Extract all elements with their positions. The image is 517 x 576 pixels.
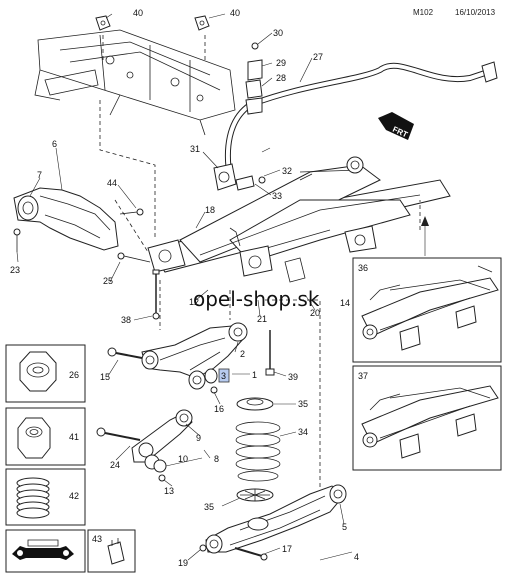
stabilizer-bar bbox=[224, 61, 498, 179]
callout-40b: 40 bbox=[230, 8, 240, 18]
callout-34: 34 bbox=[298, 427, 308, 437]
assembly-guide-lines bbox=[99, 35, 421, 500]
callout-26: 26 bbox=[69, 370, 79, 380]
upper-control-arm bbox=[141, 322, 248, 394]
clip-nut-40a bbox=[95, 15, 111, 31]
callout-6: 6 bbox=[52, 139, 57, 149]
callout-44: 44 bbox=[107, 178, 117, 188]
callout-21: 21 bbox=[257, 314, 267, 324]
trailing-link bbox=[131, 409, 193, 482]
callout-33: 33 bbox=[272, 191, 282, 201]
coil-spring bbox=[235, 421, 281, 482]
clip-nut-40b bbox=[194, 15, 210, 31]
callout-2: 2 bbox=[240, 349, 245, 359]
callout-35a: 35 bbox=[298, 399, 308, 409]
callout-14: 14 bbox=[340, 298, 350, 308]
callout-5: 5 bbox=[342, 522, 347, 532]
detail-box-36 bbox=[352, 257, 502, 363]
callout-labels: 40 40 30 29 27 28 6 7 44 31 32 33 18 23 … bbox=[10, 8, 368, 568]
stabilizer-link bbox=[213, 147, 271, 191]
diagram-date: 16/10/2013 bbox=[455, 8, 496, 17]
callout-18: 18 bbox=[205, 205, 215, 215]
callout-29: 29 bbox=[276, 58, 286, 68]
callout-3: 3 bbox=[221, 371, 226, 381]
callout-30: 30 bbox=[273, 28, 283, 38]
callout-41: 41 bbox=[69, 432, 79, 442]
callout-15: 15 bbox=[100, 372, 110, 382]
callout-37: 37 bbox=[358, 371, 368, 381]
legend-box-tool bbox=[5, 529, 86, 573]
spring-seat-upper bbox=[236, 397, 274, 411]
callout-8: 8 bbox=[214, 454, 219, 464]
diagram-code: M102 bbox=[413, 8, 434, 17]
callout-23: 23 bbox=[10, 265, 20, 275]
bolt-15 bbox=[107, 347, 143, 359]
callout-39: 39 bbox=[288, 372, 298, 382]
wheel-knuckle-carrier bbox=[13, 187, 144, 252]
legend-box-42 bbox=[5, 468, 86, 526]
callout-9: 9 bbox=[196, 433, 201, 443]
connector-43-box bbox=[87, 529, 136, 573]
callout-4: 4 bbox=[354, 552, 359, 562]
callout-35b: 35 bbox=[204, 502, 214, 512]
callout-16: 16 bbox=[214, 404, 224, 414]
body-frame-section bbox=[34, 29, 236, 136]
callout-32: 32 bbox=[282, 166, 292, 176]
callout-43: 43 bbox=[92, 534, 102, 544]
bolt-24 bbox=[96, 427, 141, 441]
callout-40a: 40 bbox=[133, 8, 143, 18]
callout-27: 27 bbox=[313, 52, 323, 62]
callout-19: 19 bbox=[178, 558, 188, 568]
spring-seat-lower bbox=[236, 488, 274, 502]
callout-20: 20 bbox=[310, 308, 320, 318]
bolt-38 bbox=[152, 269, 160, 320]
callout-42: 42 bbox=[69, 491, 79, 501]
detail-pointer-arrow bbox=[421, 216, 429, 256]
rear-subframe bbox=[147, 156, 451, 283]
leader-lines bbox=[16, 13, 353, 561]
callout-1: 1 bbox=[252, 370, 257, 380]
front-direction-arrow: FRT bbox=[378, 112, 414, 140]
callout-28: 28 bbox=[276, 73, 286, 83]
callout-10: 10 bbox=[178, 454, 188, 464]
callout-25: 25 bbox=[103, 276, 113, 286]
callout-17: 17 bbox=[282, 544, 292, 554]
callout-38: 38 bbox=[121, 315, 131, 325]
callout-13: 13 bbox=[164, 486, 174, 496]
highlight-callout-3 bbox=[218, 368, 230, 383]
stabilizer-bushing bbox=[245, 42, 263, 115]
callout-31: 31 bbox=[190, 144, 200, 154]
callout-36: 36 bbox=[358, 263, 368, 273]
watermark-text: opel-shop.sk bbox=[193, 287, 320, 311]
callout-7: 7 bbox=[37, 170, 42, 180]
lower-control-arm bbox=[199, 484, 347, 554]
legend-box-41 bbox=[5, 407, 86, 466]
legend-box-26 bbox=[5, 344, 86, 403]
detail-box-37 bbox=[352, 365, 502, 471]
bolt-25 bbox=[117, 252, 151, 263]
callout-12: 12 bbox=[189, 297, 199, 307]
bolt-39 bbox=[265, 330, 275, 376]
bolt-17 bbox=[234, 547, 268, 561]
callout-24: 24 bbox=[110, 460, 120, 470]
